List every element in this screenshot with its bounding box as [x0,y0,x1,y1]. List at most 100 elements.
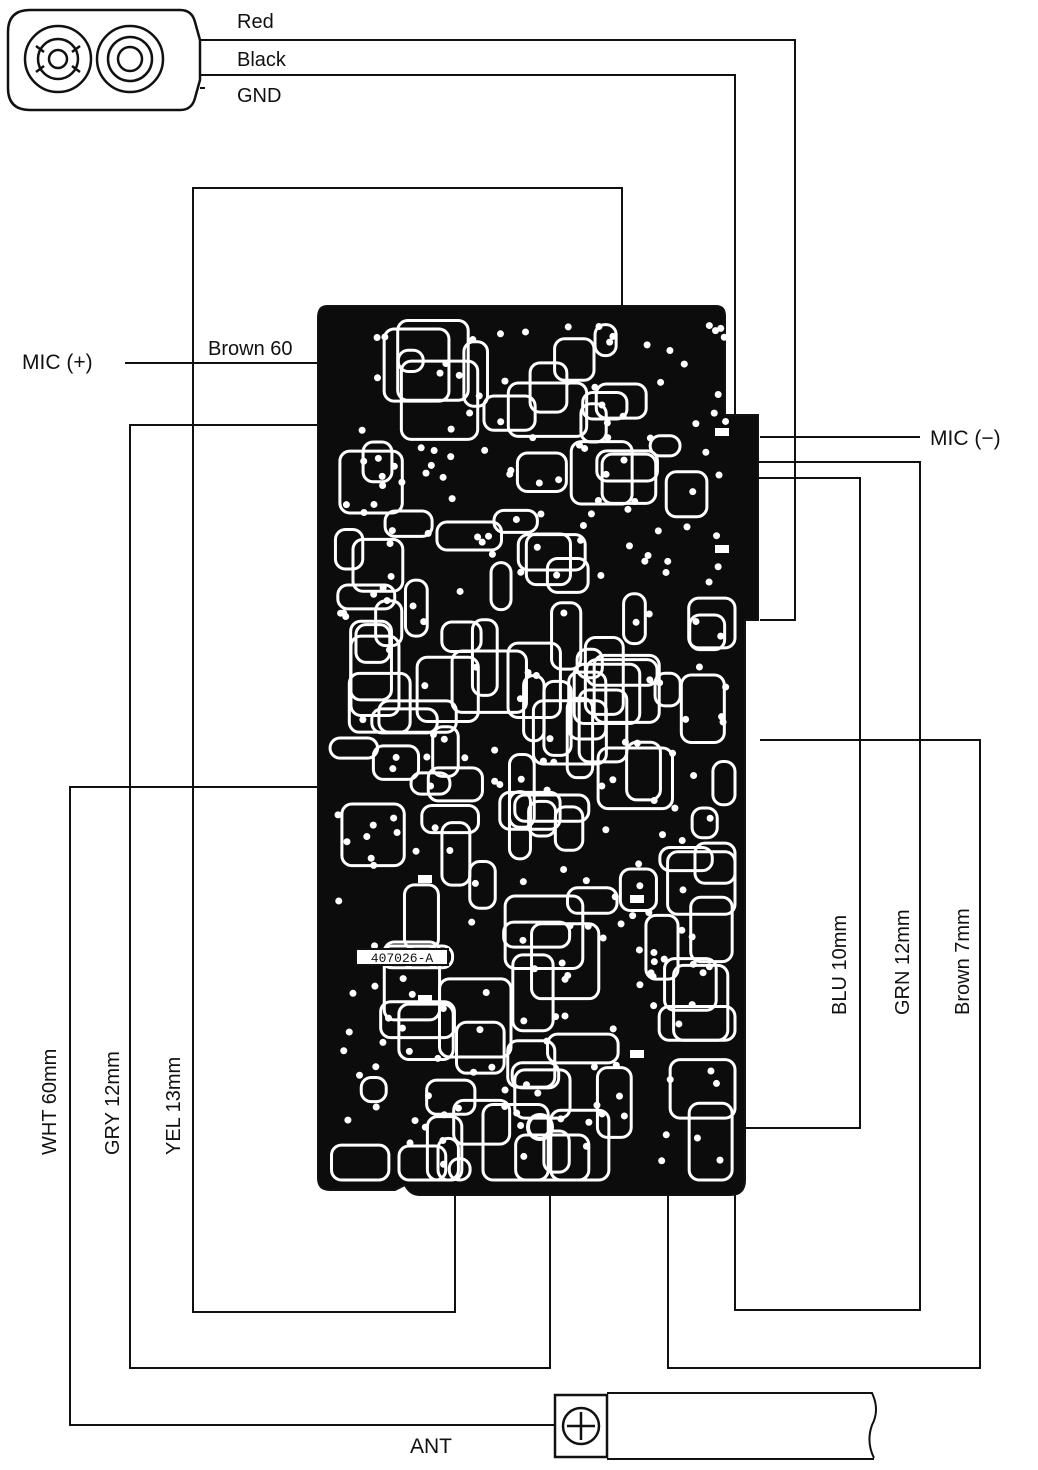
pcb-trace [528,361,569,414]
pcb-pad [534,1089,542,1097]
pcb-pad [705,578,713,586]
pcb-trace [397,1002,455,1062]
pcb-pad [381,333,389,341]
pcb-pad [654,527,662,535]
pcb-pad [379,584,387,592]
pcb-trace [351,537,405,593]
pcb-pad [671,804,679,812]
pcb-trace [349,619,393,702]
pcb-pad [420,618,428,626]
pcb-trace [507,790,532,861]
pcb-trace [618,867,658,913]
pcb-pad [602,826,610,834]
grn-wire [680,461,921,1311]
pcb-pad [606,338,614,346]
pcb-pad [631,497,639,505]
wht-wire [69,786,555,1426]
pcb-pad [481,446,489,454]
pcb-pad [635,860,643,868]
pcb-trace [553,805,585,852]
pcb-pad [598,782,606,790]
pcb-pad [349,989,357,997]
pcb-pad [398,1024,406,1032]
pcb-pad [488,1063,496,1071]
pcb-pad [392,753,400,761]
pcb-pad [496,781,504,789]
pcb-pad [533,543,541,551]
pcb-trace [531,699,608,766]
pcb-pad [370,590,378,598]
pcb-pad [430,447,438,455]
pcb-trace [569,440,634,506]
pcb-pad [478,538,486,546]
pcb-pad [552,1013,560,1021]
pcb-pad [342,501,350,509]
pcb-pad [650,1002,658,1010]
pcb-trace [354,623,392,664]
pcb-pad [522,1081,530,1089]
pcb-pad [372,1103,380,1111]
pcb-trace [468,859,497,910]
pcb-pad [688,1001,696,1009]
pcb-pad [646,676,654,684]
pcb-trace [657,1004,737,1042]
pcb-pad [678,837,686,845]
pcb-pad [585,1118,593,1126]
pcb-pad [563,378,571,386]
pcb-pad [424,529,432,537]
pcb-pad [629,912,637,920]
pcb-pad [579,521,587,529]
pcb-trace [545,557,590,594]
pcb-pad [455,371,463,379]
pcb-slot [715,545,729,553]
pcb-trace [516,533,587,572]
pcb-pad [712,327,720,335]
pcb-pad [468,918,476,926]
pcb-pad [617,920,625,928]
pcb-pad [405,1047,413,1055]
pcb-pad [539,757,547,765]
pcb-trace [513,793,591,823]
pcb-trace [644,913,680,981]
pcb-pad [657,378,665,386]
pcb-pad [385,1014,393,1022]
grn-lead-label: GRN 12mm [892,909,914,1015]
pcb-trace [462,340,490,408]
pcb-pad [373,374,381,382]
pcb-pad [664,557,672,565]
pcb-trace [593,323,618,358]
pcb-pad [581,444,589,452]
pcb-pad [714,391,722,399]
pcb-trace [489,561,513,612]
pcb-pad [658,1157,666,1165]
pcb-trace [510,1061,561,1090]
pcb-trace [333,527,365,571]
pcb-pad [422,469,430,477]
pcb-pad [388,527,396,535]
pcb-pad [543,786,551,794]
pcb-pad [602,470,610,478]
pcb-pad [369,821,377,829]
pcb-pad [409,602,417,610]
pcb-pad [501,1086,509,1094]
pcb-pad [472,663,480,671]
antenna-terminal-icon [553,1392,877,1460]
pcb-slot [418,995,432,1003]
pcb-slot [418,875,432,883]
pcb-pad [706,814,714,822]
brown-wire [667,739,981,1369]
pcb-pad [590,1063,598,1071]
pcb-pad [612,1061,620,1069]
pcb-pad [555,476,563,484]
pcb-pad [624,505,632,513]
pcb-pad [456,587,464,595]
pcb-pad [564,971,572,979]
pcb-pad [440,735,448,743]
pcb-trace [506,381,589,438]
pcb-pad [577,536,585,544]
pcb-pad [666,1076,674,1084]
pcb-pad [558,959,566,967]
pcb-pad [715,471,723,479]
pcb-trace [550,601,583,671]
